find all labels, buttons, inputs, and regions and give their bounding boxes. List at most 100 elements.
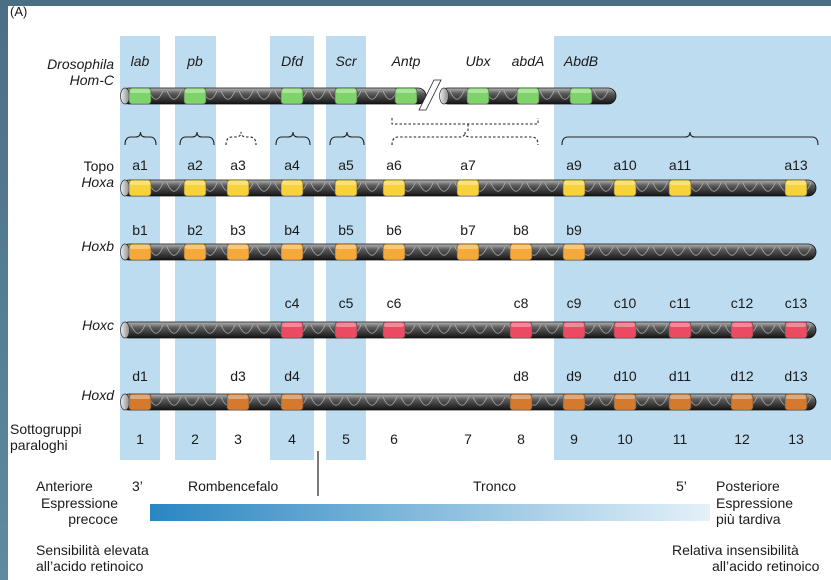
- gene-a3: [226, 179, 250, 197]
- gene-label-d3: d3: [230, 368, 246, 384]
- brace-group-6-8: [391, 131, 539, 146]
- gene-d8-shine: [511, 395, 531, 399]
- gene-label-d12: d12: [730, 368, 754, 384]
- panel-label: (A): [10, 4, 28, 19]
- gene-b9: [562, 243, 586, 261]
- gene-b5: [334, 243, 358, 261]
- gene-label-d4: d4: [284, 368, 300, 384]
- chromosome-break: [418, 79, 442, 111]
- gene-label-a11: a11: [668, 157, 692, 173]
- early-expression-line1: Espressione: [40, 495, 118, 511]
- gene-c6-shine: [384, 323, 404, 327]
- paralog-number-10: 10: [617, 431, 633, 447]
- gene-c12-shine: [732, 323, 752, 327]
- high-sensitivity-line1: Sensibilità elevata: [36, 542, 149, 558]
- paralog-number-8: 8: [517, 431, 525, 447]
- gene-label-b5: b5: [338, 222, 354, 238]
- gene-b7-shine: [458, 245, 478, 249]
- drosophila-gene-scr-shine: [336, 89, 356, 93]
- gene-c10-shine: [615, 323, 635, 327]
- gene-label-c13: c13: [784, 295, 808, 311]
- gene-label-d8: d8: [513, 368, 529, 384]
- gene-b5-shine: [336, 245, 356, 249]
- drosophila-gene-abdb: [569, 87, 593, 105]
- gene-label-a9: a9: [566, 157, 582, 173]
- gene-b9-shine: [564, 245, 584, 249]
- gene-a1: [128, 179, 152, 197]
- brace-group-2: [179, 131, 215, 146]
- gene-b8: [509, 243, 533, 261]
- low-sensitivity-line1: Relativa insensibilità: [672, 542, 799, 558]
- gene-d12-shine: [732, 395, 752, 399]
- end-5-label: 5’: [676, 478, 687, 494]
- gene-label-d10: d10: [613, 368, 637, 384]
- gene-d4: [280, 393, 304, 411]
- gene-label-b8: b8: [513, 222, 529, 238]
- gene-label-c8: c8: [513, 295, 529, 311]
- drosophila-gene-label-antp: Antp: [391, 53, 421, 69]
- drosophila-gene-label-scr: Scr: [335, 53, 357, 69]
- gene-label-a10: a10: [613, 157, 637, 173]
- hoxa-label: Hoxa: [81, 174, 114, 190]
- gene-label-b9: b9: [566, 222, 582, 238]
- gene-c4-shine: [282, 323, 302, 327]
- early-expression-line2: precoce: [68, 511, 118, 527]
- paralog-number-2: 2: [191, 431, 199, 447]
- gene-label-a4: a4: [284, 157, 300, 173]
- drosophila-gene-scr: [334, 87, 358, 105]
- gene-a7-shine: [458, 181, 478, 185]
- drosophila-rod-left-end-cap: [120, 87, 130, 105]
- gene-d4-shine: [282, 395, 302, 399]
- gene-c10: [613, 321, 637, 339]
- bracket-top-antp-abda: [391, 118, 539, 125]
- drosophila-gene-antp-shine: [396, 89, 416, 93]
- end-3-label: 3’: [132, 478, 143, 494]
- drosophila-rod-left: [120, 87, 427, 105]
- drosophila-gene-pb-shine: [185, 89, 205, 93]
- gene-a6: [382, 179, 406, 197]
- gene-a13: [784, 179, 808, 197]
- rod-hoxc: [120, 321, 817, 339]
- gene-c12: [730, 321, 754, 339]
- gene-a9: [562, 179, 586, 197]
- drosophila-gene-abda: [516, 87, 540, 105]
- gene-d13-shine: [786, 395, 806, 399]
- drosophila-gene-pb: [183, 87, 207, 105]
- brace-group-1: [124, 131, 157, 146]
- gene-label-a3: a3: [230, 157, 246, 173]
- drosophila-gene-abda-shine: [518, 89, 538, 93]
- gene-b3: [226, 243, 250, 261]
- hoxb-label: Hoxb: [81, 238, 114, 254]
- paralog-number-6: 6: [390, 431, 398, 447]
- brace-group-3: [225, 131, 257, 146]
- gene-label-d9: d9: [566, 368, 582, 384]
- drosophila-gene-label-abda: abdA: [511, 53, 545, 69]
- gene-a6-shine: [384, 181, 404, 185]
- gene-label-a7: a7: [460, 157, 476, 173]
- gene-label-c9: c9: [566, 295, 582, 311]
- gene-c9-shine: [564, 323, 584, 327]
- homc-label: Hom-C: [69, 72, 114, 88]
- gene-label-b4: b4: [284, 222, 300, 238]
- trunk-label: Tronco: [473, 478, 517, 494]
- drosophila-rod-right-end-cap: [439, 87, 449, 105]
- gene-b1: [128, 243, 152, 261]
- gene-a4-shine: [282, 181, 302, 185]
- gene-c9: [562, 321, 586, 339]
- gene-label-a6: a6: [386, 157, 402, 173]
- gene-b6: [382, 243, 406, 261]
- gene-a11: [668, 179, 692, 197]
- paralog-number-7: 7: [464, 431, 472, 447]
- gene-c8-shine: [511, 323, 531, 327]
- gene-label-b3: b3: [230, 222, 246, 238]
- brace-group-5: [329, 131, 365, 146]
- paralog-label-line2: paraloghi: [10, 437, 68, 453]
- gene-c5: [334, 321, 358, 339]
- gene-c11-shine: [670, 323, 690, 327]
- diagram-canvas: [120, 36, 831, 521]
- gene-a5: [334, 179, 358, 197]
- gene-label-a1: a1: [132, 157, 148, 173]
- gene-b2-shine: [185, 245, 205, 249]
- gene-label-c5: c5: [338, 295, 354, 311]
- gene-c4: [280, 321, 304, 339]
